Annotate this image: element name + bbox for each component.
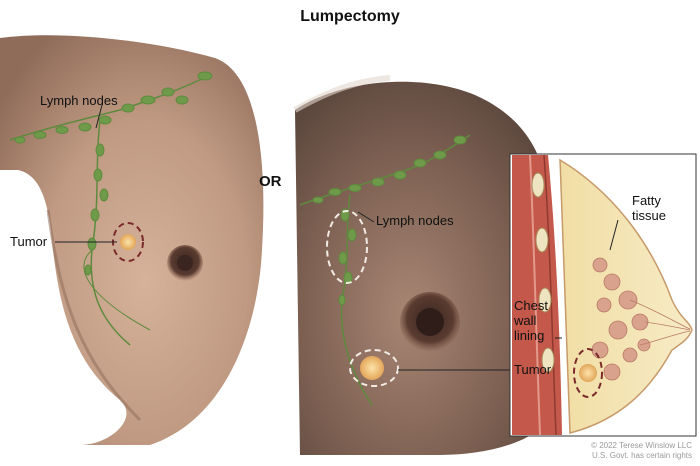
- left-lymph-nodes-label: Lymph nodes: [40, 93, 118, 108]
- right-lymph-nodes-label: Lymph nodes: [376, 213, 454, 228]
- or-separator: OR: [259, 173, 282, 190]
- right-lymph-leader: [357, 211, 375, 223]
- diagram-title: Lumpectomy: [300, 8, 400, 25]
- right-tumor-label: Tumor: [514, 362, 552, 377]
- right-lymph-outline: [326, 210, 368, 284]
- cross-section-inset: [509, 153, 697, 437]
- right-lymph-nodes: [299, 134, 471, 406]
- copyright-credit: © 2022 Terese Winslow LLC U.S. Govt. has…: [591, 441, 692, 460]
- chest-wall-lining-label: Chest wall lining: [514, 298, 548, 343]
- fatty-tissue-label: Fatty tissue: [632, 193, 666, 223]
- left-tumor-label: Tumor: [10, 234, 48, 249]
- right-tumor: [349, 349, 399, 387]
- left-lymph-leader: [95, 104, 103, 129]
- right-breast: [293, 75, 548, 456]
- left-lymph-nodes: [9, 71, 213, 346]
